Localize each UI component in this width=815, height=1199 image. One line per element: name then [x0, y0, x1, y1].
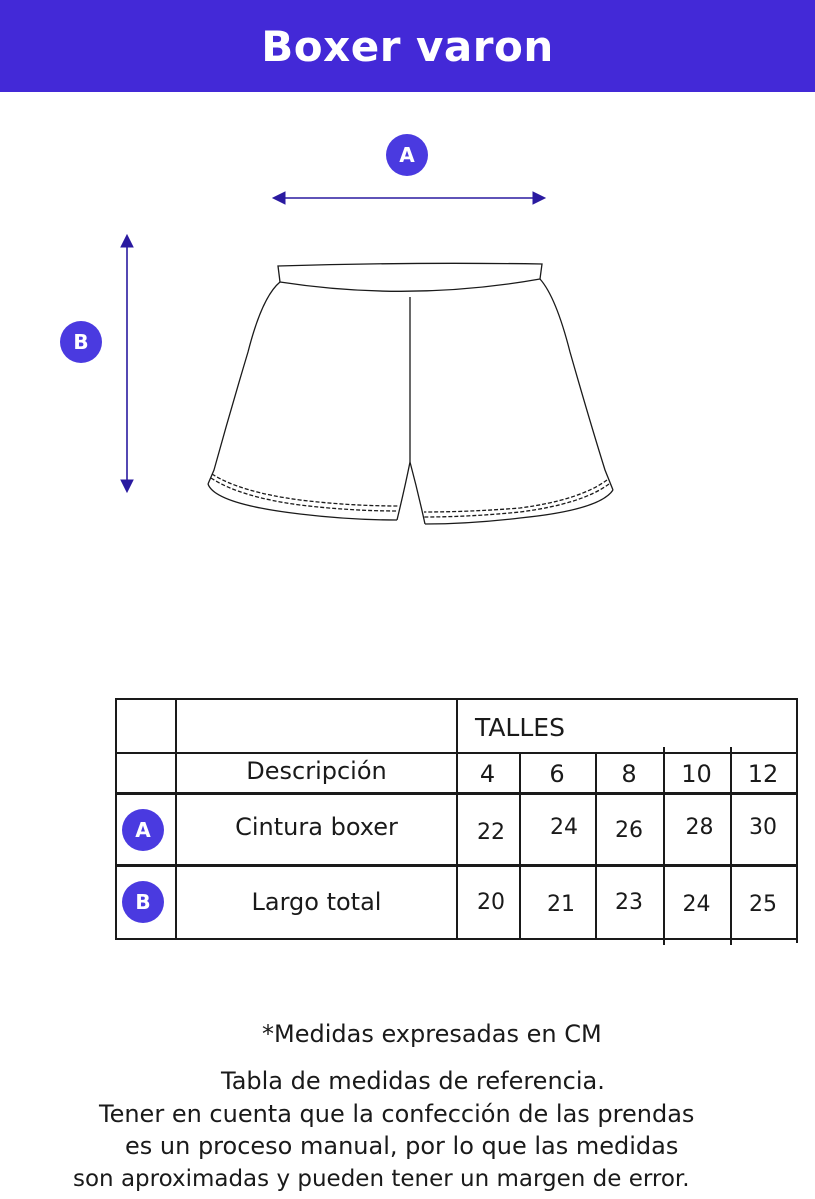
row-label: Largo total — [251, 888, 382, 916]
shorts-outline — [207, 262, 614, 525]
length-arrow — [120, 233, 134, 494]
table-cell: 21 — [547, 891, 575, 917]
table-cell: 30 — [749, 814, 777, 840]
size-header: 6 — [549, 760, 565, 788]
width-arrow — [271, 191, 547, 205]
row-label: Cintura boxer — [235, 813, 398, 841]
table-cell: 26 — [615, 817, 643, 843]
page-header: Boxer varon — [0, 0, 815, 92]
table-cell: 24 — [682, 891, 711, 917]
size-header: 8 — [621, 760, 637, 788]
units-note: *Medidas expresadas en CM — [262, 1020, 602, 1048]
label-a-badge: A — [386, 134, 428, 176]
table-cell: 20 — [477, 889, 505, 915]
page-title: Boxer varon — [261, 21, 554, 71]
description-header: Descripción — [246, 757, 387, 785]
table-cell: 23 — [615, 889, 643, 915]
disclaimer-line: son aproximadas y pueden tener un margen… — [73, 1166, 690, 1192]
disclaimer-line: Tener en cuenta que la confección de las… — [99, 1100, 695, 1128]
table-cell: 28 — [685, 814, 714, 840]
table-cell: 25 — [749, 891, 777, 917]
row-b-badge: B — [122, 881, 164, 923]
reference-note: Tabla de medidas de referencia. — [221, 1067, 605, 1095]
boxer-diagram — [120, 191, 614, 525]
size-header: 12 — [747, 760, 779, 788]
table-cell: 22 — [477, 819, 505, 845]
label-b-badge: B — [60, 321, 102, 363]
table-cell: 24 — [550, 814, 578, 840]
disclaimer-line: es un proceso manual, por lo que las med… — [125, 1132, 679, 1160]
talles-header: TALLES — [475, 713, 565, 742]
row-a-badge: A — [122, 809, 164, 851]
size-header: 10 — [681, 760, 712, 788]
size-header: 4 — [479, 760, 496, 788]
